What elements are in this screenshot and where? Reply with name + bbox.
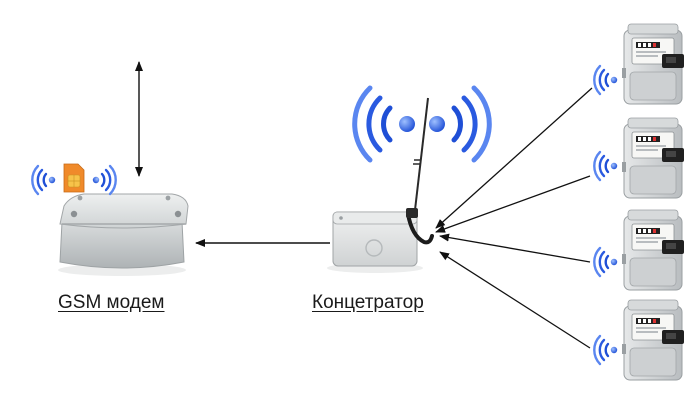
gas-meter-icon (621, 117, 685, 199)
antenna-icon (406, 97, 434, 245)
gsm-modem (58, 193, 189, 276)
gas-meter-icon (621, 23, 685, 105)
wireless-waves-icon (593, 246, 619, 278)
wireless-waves-icon (352, 85, 492, 163)
gsm-modem-label: GSM модем (58, 292, 165, 313)
concentrator (327, 97, 434, 273)
wireless-waves-icon (593, 64, 619, 96)
sim-card-icon (63, 163, 85, 193)
gas-meter-icon (621, 299, 685, 381)
gas-meter-icon (621, 209, 685, 291)
wireless-waves-icon (593, 334, 619, 366)
link-arrow-meter-2 (435, 175, 591, 233)
link-arrow-meter-4 (439, 251, 591, 349)
concentrator-label: Концетратор (312, 292, 424, 313)
link-arrow-meter-3 (439, 233, 591, 263)
link-arrow-meter-1 (435, 87, 593, 229)
wireless-waves-icon (593, 150, 619, 182)
